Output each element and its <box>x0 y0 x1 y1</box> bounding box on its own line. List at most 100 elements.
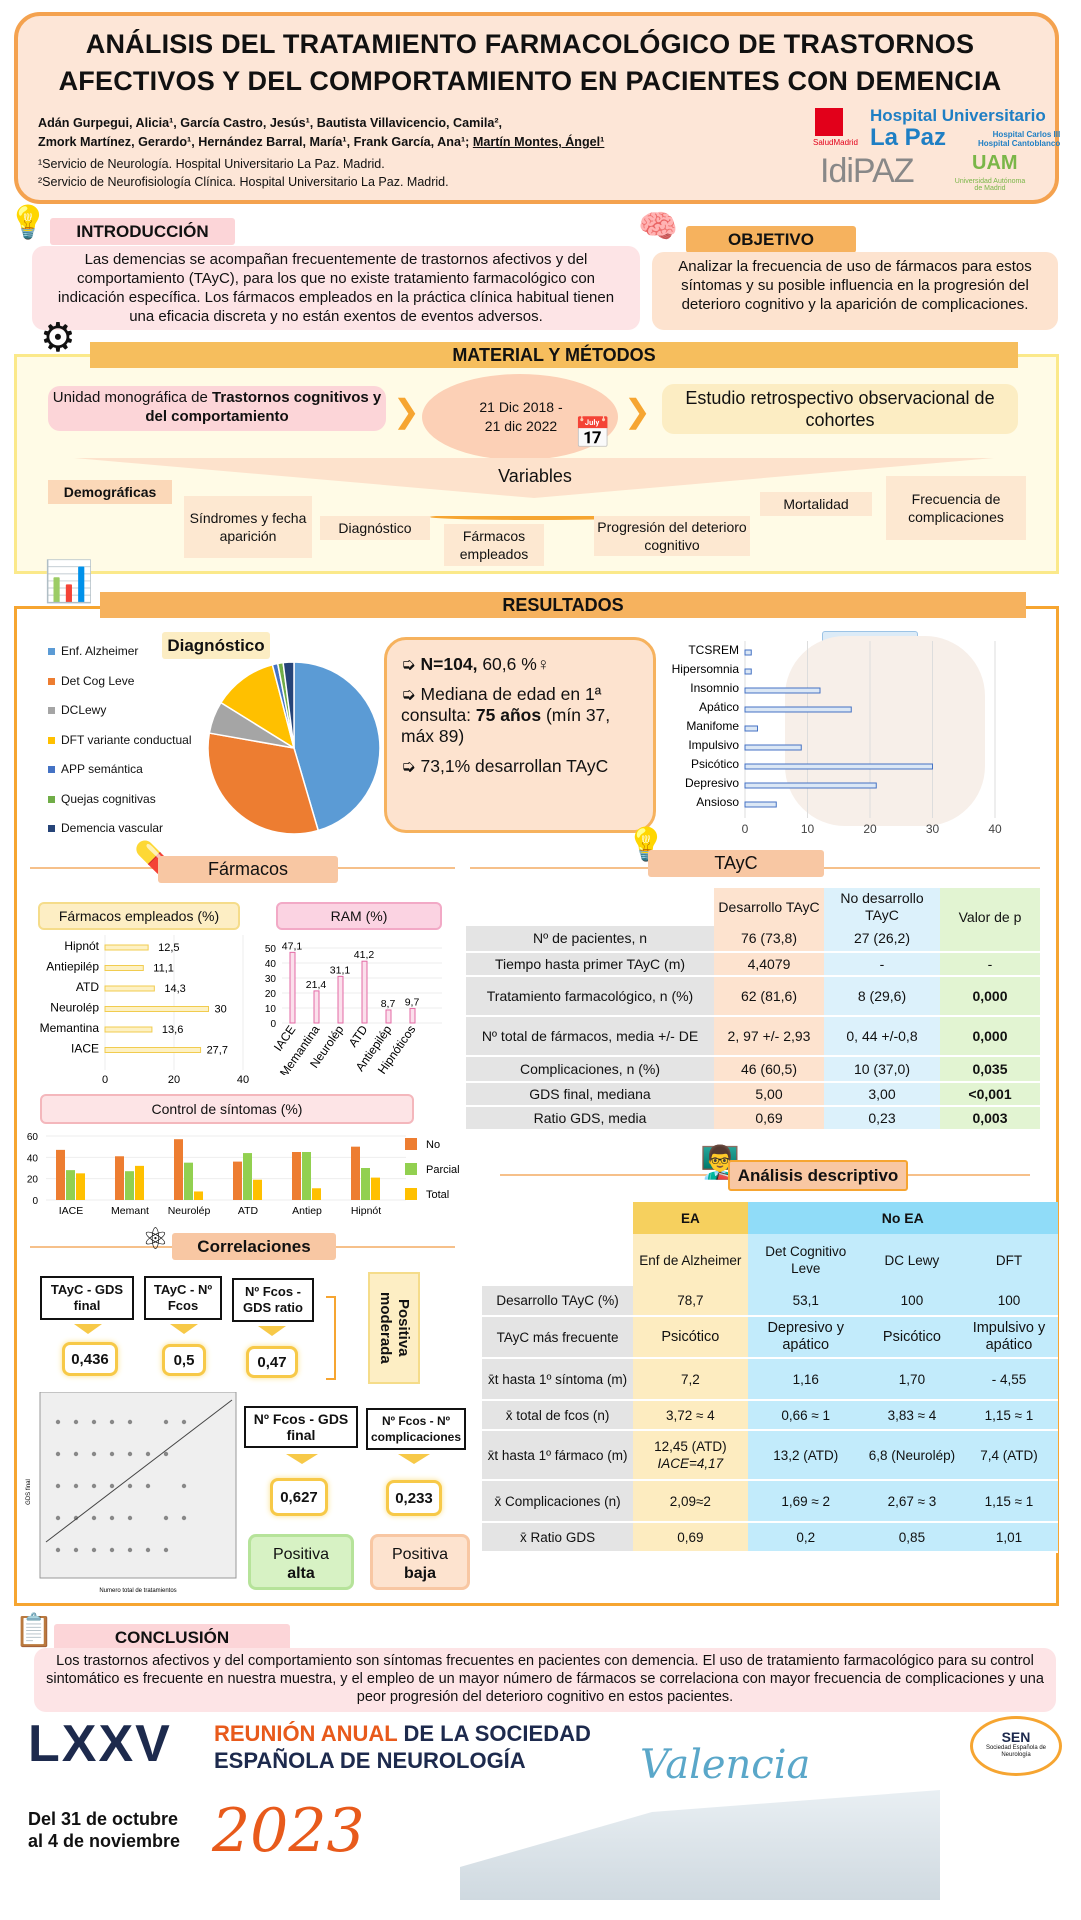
ram-label: RAM (%) <box>276 902 442 930</box>
corr-val-1: 0,436 <box>62 1342 118 1376</box>
stat-age: ➭ Mediana de edad en 1ª consulta: 75 año… <box>401 684 611 746</box>
bracket <box>326 1296 336 1380</box>
bar <box>744 763 933 770</box>
down-arrow <box>258 1326 286 1336</box>
scatter-point <box>163 1419 169 1425</box>
scatter-point <box>73 1419 79 1425</box>
diag-label: Diagnóstico <box>162 632 270 659</box>
bar <box>744 687 821 694</box>
category-label: Impulsivo <box>688 738 739 752</box>
category-label: ATD <box>76 980 99 994</box>
scatter-point <box>145 1483 151 1489</box>
legend-label: Parcial <box>426 1164 460 1176</box>
data-label: 12,5 <box>158 942 179 954</box>
concl-label: CONCLUSIÓN <box>54 1624 290 1651</box>
stat-n: ➭ N=104, 60,6 %♀ <box>401 654 550 674</box>
tick-label: 40 <box>988 822 1002 836</box>
category-label: Hipnót <box>351 1205 381 1217</box>
variables-label: Variables <box>498 466 572 486</box>
moderada-text: Positiva moderada <box>377 1292 412 1364</box>
legend-item: APP semántica <box>48 755 192 785</box>
scatter-point <box>73 1547 79 1553</box>
corr-val-2: 0,5 <box>162 1344 206 1376</box>
bar <box>361 1168 370 1200</box>
bar <box>312 1188 321 1200</box>
bar <box>289 951 296 1024</box>
pie-slice <box>282 661 295 749</box>
cell: 7,4 (ATD) <box>959 1430 1058 1481</box>
sen-text: ESPAÑOLA DE NEUROLOGÍA <box>214 1748 526 1773</box>
tayc-col-p: Valor de p <box>940 888 1040 926</box>
cell: Nº total de fármacos, media +/- DE <box>466 1016 714 1057</box>
affiliations: ¹Servicio de Neurología. Hospital Univer… <box>38 157 449 189</box>
bar <box>361 960 368 1024</box>
category-label: Memant <box>111 1205 149 1217</box>
chart-magnifier-icon: 📊 <box>44 560 94 604</box>
bar <box>104 1006 209 1012</box>
bar <box>744 744 802 751</box>
bar <box>371 1177 380 1200</box>
tick-label: 20 <box>27 1175 39 1186</box>
cell: Ratio GDS, media <box>466 1106 714 1131</box>
data-label: 41,2 <box>354 949 375 961</box>
scatter-point <box>109 1547 115 1553</box>
hospital-name: Hospital Universitario <box>870 106 1046 125</box>
scatter-point <box>109 1419 115 1425</box>
cell: Nº de pacientes, n <box>466 926 714 953</box>
head-gears-icon: 🧠 <box>638 208 678 244</box>
bar <box>125 1171 134 1200</box>
tick-label: 40 <box>265 959 277 970</box>
hospital-c3: Hospital Carlos III <box>992 130 1061 139</box>
tick-label: 40 <box>27 1153 39 1164</box>
poster-title: ANÁLISIS DEL TRATAMIENTO FARMACOLÓGICO D… <box>58 29 1002 96</box>
tick-label: 60 <box>27 1132 39 1143</box>
tick-label: 40 <box>237 1074 249 1086</box>
scatter-point <box>73 1451 79 1457</box>
legend-item: Det Cog Leve <box>48 667 192 697</box>
tick-label: 0 <box>102 1074 108 1086</box>
ea-header: EA <box>633 1202 748 1234</box>
cell: 5,00 <box>714 1082 824 1107</box>
category-label: Hipnót <box>64 939 99 953</box>
building-image <box>460 1790 940 1900</box>
cell: TAyC más frecuente <box>482 1316 634 1359</box>
scatter-point <box>109 1515 115 1521</box>
scatter-point <box>163 1515 169 1521</box>
cell: 62 (81,6) <box>714 976 824 1017</box>
results-label: RESULTADOS <box>100 592 1026 618</box>
category-label: Ansioso <box>696 795 739 809</box>
cell: 0,85 <box>863 1522 960 1553</box>
scatter-point <box>127 1483 133 1489</box>
ram-bar-chart: 5040302010047,1IACE21,4Memantina31,1Neur… <box>265 940 442 1075</box>
scatter-point <box>127 1515 133 1521</box>
bar <box>744 649 752 656</box>
bar <box>744 668 752 675</box>
legend-item: Quejas cognitivas <box>48 785 192 815</box>
intro-text: Las demencias se acompañan frecuentement… <box>32 246 640 330</box>
scatter-point <box>55 1419 61 1425</box>
cell: 0,000 <box>940 1016 1040 1057</box>
cell: - <box>824 952 940 977</box>
tayc-col-2: No desarrollo TAyC <box>824 888 940 926</box>
legend-item: DCLewy <box>48 696 192 726</box>
arrow-icon: ❯ <box>393 393 420 429</box>
cell: Desarrollo TAyC (%) <box>482 1286 634 1317</box>
category-label: Manifome <box>686 719 739 733</box>
data-label: 21,4 <box>306 979 327 991</box>
cell: x̄t hasta 1º síntoma (m) <box>482 1358 634 1401</box>
bar <box>292 1152 301 1200</box>
data-label: 30 <box>215 1004 227 1016</box>
date-1: Del 31 de octubre <box>28 1809 179 1829</box>
cell: 1,16 <box>747 1358 864 1401</box>
control-label: Control de síntomas (%) <box>40 1094 414 1124</box>
data-label: 47,1 <box>282 940 303 952</box>
unidad-text: Unidad monográfica de <box>52 389 213 406</box>
data-label: 14,3 <box>164 983 185 995</box>
